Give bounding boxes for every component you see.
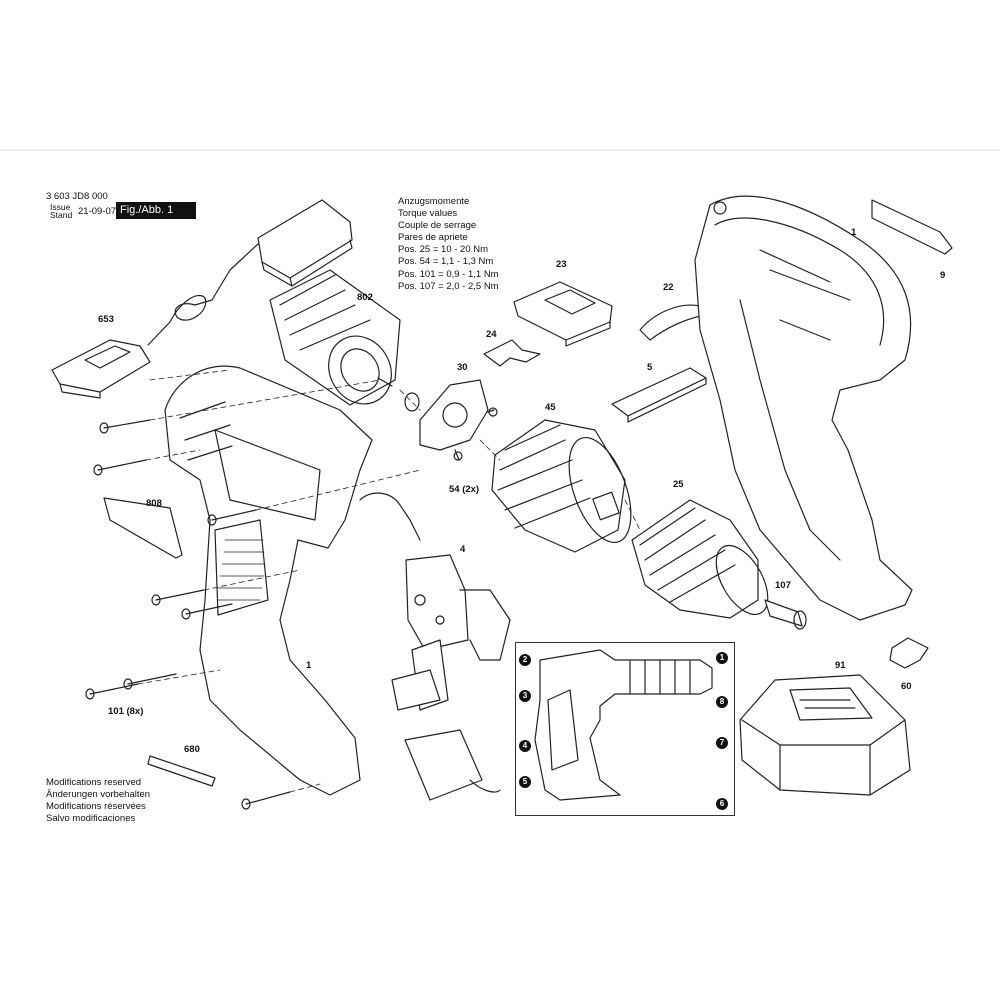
callout-107: 107: [775, 580, 791, 591]
inset-marker-1: 1: [716, 652, 728, 664]
gearbox-shape: [491, 419, 632, 553]
inset-marker-3: 3: [519, 690, 531, 702]
callout-4: 4: [460, 544, 466, 555]
housing-right-shape: [694, 195, 913, 621]
torque-notes: Anzugsmomente Torque values Couple de se…: [398, 196, 499, 293]
torque-line: Pos. 101 = 0,9 - 1,1 Nm: [398, 268, 499, 280]
inset-marker-5: 5: [519, 776, 531, 788]
overview-inset: 1 2 3 4 5 6 7 8: [515, 642, 735, 816]
callout-1-left: 1: [306, 660, 312, 671]
torque-line: Pos. 54 = 1,1 - 1,3 Nm: [398, 256, 494, 268]
modification-line: Modifications reserved: [46, 777, 142, 788]
modification-notes: Modifications reserved Änderungen vorbeh…: [46, 777, 150, 825]
callout-1-right: 1: [851, 227, 857, 238]
part-number: 3 603 JD8 000: [46, 191, 108, 202]
callout-23: 23: [556, 259, 567, 270]
callout-802: 802: [357, 292, 373, 303]
torque-line: Anzugsmomente: [398, 196, 470, 207]
callout-680: 680: [184, 744, 200, 755]
callout-24: 24: [486, 329, 497, 340]
inset-marker-7: 7: [716, 737, 728, 749]
screws-shape: [85, 419, 291, 810]
charger-plug-shape: [51, 339, 151, 399]
battery-shape: [739, 674, 911, 796]
inset-drill-shape: [534, 649, 713, 801]
charger-shape: [194, 199, 353, 306]
switch-assembly-shape: [359, 492, 511, 801]
housing-left-shape: [164, 365, 373, 796]
chuck-shape: [631, 499, 769, 619]
callout-25: 25: [673, 479, 684, 490]
inset-marker-4: 4: [519, 740, 531, 752]
inset-marker-6: 6: [716, 798, 728, 810]
callout-91: 91: [835, 660, 846, 671]
torque-line: Pos. 107 = 2,0 - 2,5 Nm: [398, 280, 499, 292]
motor-shape: [269, 269, 401, 406]
torque-line: Pares de apriete: [398, 232, 468, 244]
callout-60: 60: [901, 681, 912, 692]
modification-line: Änderungen vorbehalten: [46, 789, 151, 800]
slider-shape: [513, 281, 613, 347]
callout-54: 54 (2x): [449, 484, 480, 495]
modification-line: Modifications réservées: [46, 801, 146, 812]
callout-9: 9: [940, 270, 946, 281]
inset-marker-8: 8: [716, 696, 728, 708]
callout-101: 101 (8x): [108, 706, 144, 717]
stand-label: Stand: [50, 210, 73, 220]
issue-date: 21-09-07: [78, 206, 117, 217]
modification-line: Salvo modificaciones: [46, 813, 136, 824]
callout-22: 22: [663, 282, 674, 293]
issue-label: Issue: [50, 202, 71, 212]
callout-30: 30: [457, 362, 468, 373]
callout-45: 45: [545, 402, 556, 413]
callout-653: 653: [98, 314, 114, 325]
torque-line: Couple de serrage: [398, 220, 477, 232]
callout-808: 808: [146, 498, 162, 509]
inset-marker-2: 2: [519, 654, 531, 666]
torque-line: Torque values: [398, 208, 458, 220]
figure-label: Fig./Abb. 1: [116, 202, 196, 219]
callout-5: 5: [647, 362, 653, 373]
torque-line: Pos. 25 = 10 - 20 Nm: [398, 244, 489, 256]
motor-plate-shape: [419, 379, 489, 451]
